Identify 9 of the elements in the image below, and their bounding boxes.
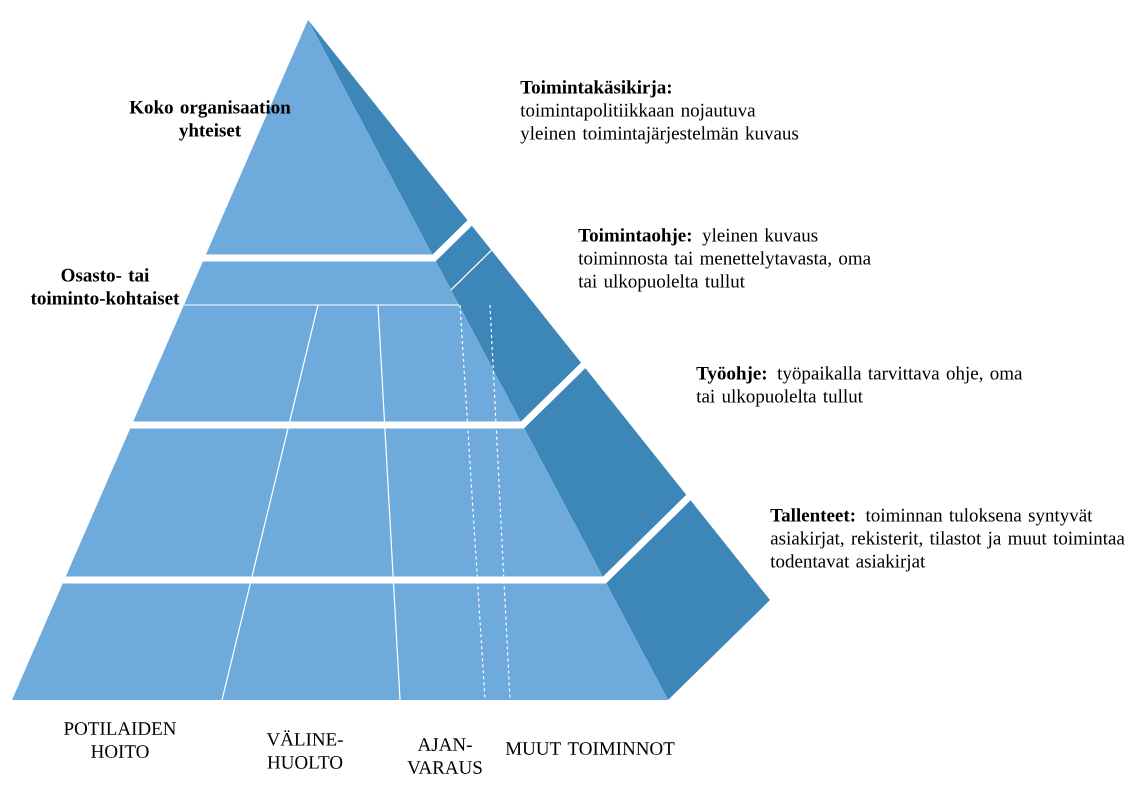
- column-label: VÄLINE-HUOLTO: [266, 730, 343, 769]
- description-text: Toimintaohje: yleinen kuvaus toiminnosta tai menettelytavasta, oma tai ulkopuolelta tullut: [578, 228, 871, 292]
- level-label: Osasto- tai toiminto-kohtaiset: [30, 268, 180, 305]
- description-text: Tallenteet: toiminnan tuloksena syntyvät asiakirjat, rekisterit, tilastot ja muut toimintaa todentavat asiakirjat: [770, 508, 1125, 572]
- description-text: Työohje: työpaikalla tarvittava ohje, oma tai ulkopuolelta tullut: [696, 366, 1023, 407]
- column-label: AJAN-VARAUS: [407, 738, 482, 774]
- description-text: Toimintakäsikirja: toimintapolitiikkaan nojautuva yleinen toimintajärjestelmän kuvaus: [520, 80, 799, 144]
- column-label: MUUT TOIMINNOT: [505, 742, 675, 755]
- column-label: POTILAIDEN HOITO: [64, 722, 177, 758]
